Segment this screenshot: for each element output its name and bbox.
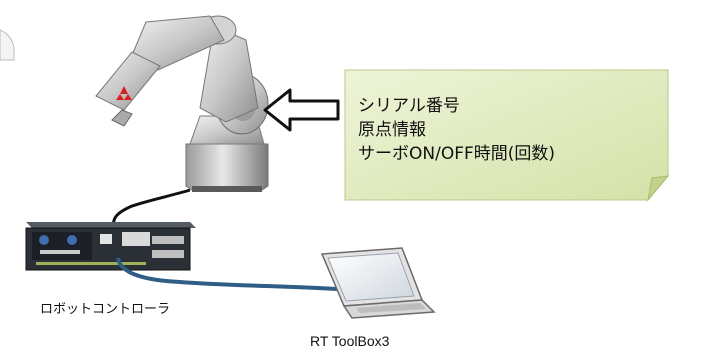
callout-line-servo: サーボON/OFF時間(回数) (358, 144, 556, 164)
hollow-arrow-icon (263, 88, 340, 132)
callout-line-origin: 原点情報 (358, 120, 426, 140)
callout-note (344, 69, 670, 202)
robot-cable (112, 188, 191, 227)
laptop-image (320, 247, 436, 319)
pc-cable (116, 257, 353, 292)
robot-arm-image (95, 15, 269, 192)
controller-label: ロボットコントローラ (40, 302, 171, 317)
callout-text: シリアル番号 原点情報 サーボON/OFF時間(回数) (358, 94, 555, 166)
controller-image (25, 222, 196, 271)
callout-line-serial: シリアル番号 (358, 96, 460, 116)
edge-fragment (0, 29, 15, 61)
pc-label: RT ToolBox3 (310, 333, 390, 349)
